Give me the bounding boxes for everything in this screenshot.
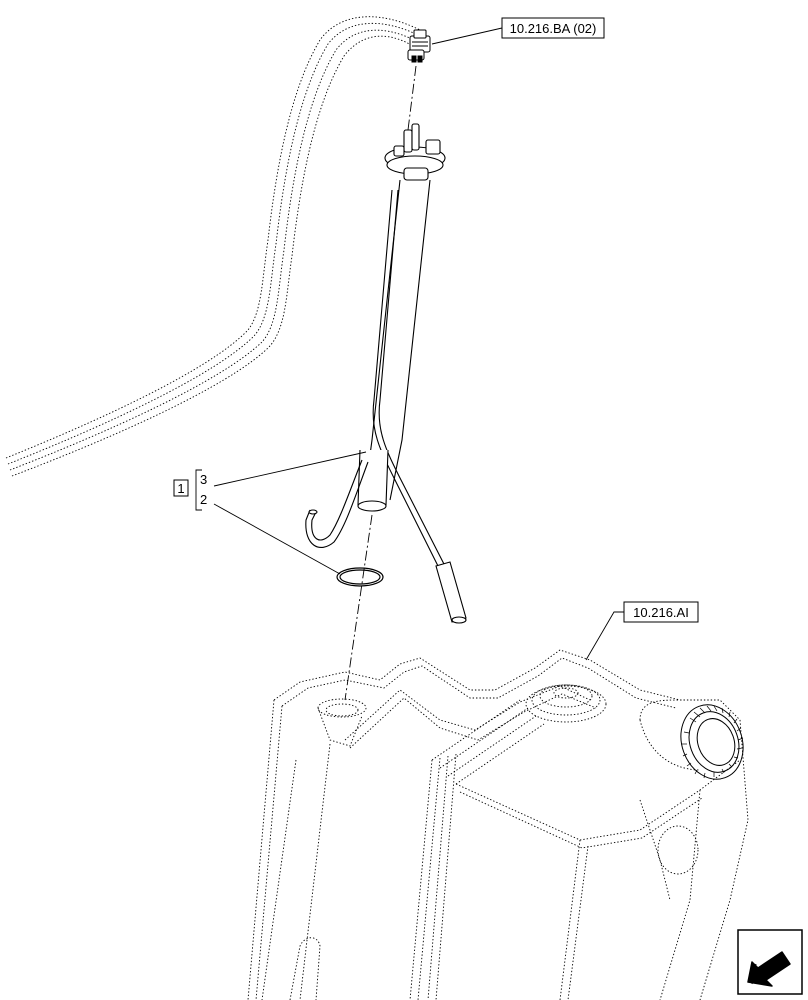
fuel-level-sender [305, 123, 467, 624]
callout-tank-ref[interactable]: 10.216.AI [623, 601, 699, 623]
assembly-centerline [344, 65, 417, 701]
filler-cap [680, 704, 744, 780]
seal-ring [336, 567, 384, 587]
arrow-left-down-icon[interactable] [737, 929, 803, 995]
group-id-label: 1 [177, 481, 184, 496]
wiring-harness [5, 16, 421, 477]
harness-connector [407, 29, 431, 63]
leader-lines [195, 27, 624, 661]
item-number-3[interactable]: 3 [200, 472, 207, 487]
item-number-2[interactable]: 2 [200, 492, 207, 507]
group-id-box[interactable]: 1 [173, 479, 189, 497]
callout-tank-ref-label: 10.216.AI [633, 605, 689, 620]
fuel-tank [247, 649, 749, 1000]
callout-harness-ref-label: 10.216.BA (02) [510, 21, 597, 36]
callout-harness-ref[interactable]: 10.216.BA (02) [501, 17, 605, 39]
